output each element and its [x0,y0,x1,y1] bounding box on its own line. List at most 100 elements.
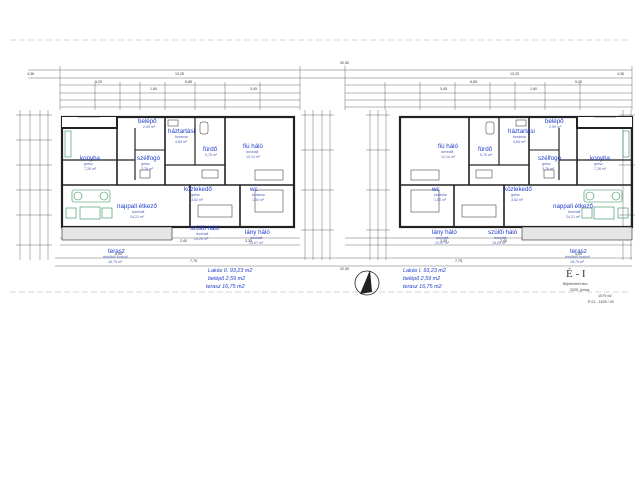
room-sub: grész [84,162,93,166]
room-name: fiú háló [243,143,263,150]
dim-bottom-right: 7,75 [455,259,462,263]
sheet-date: 2025. június [570,288,590,292]
dimension-ticks-side [16,114,635,246]
room-name: wc [250,186,258,193]
dimension-chains-top [28,69,632,108]
dim-side-left: 4,36 [27,72,34,76]
room-area: 1,50 m² [252,198,265,202]
room-sub: laminált [246,150,259,154]
room-sub: laminált [441,150,454,154]
room-name: nappali étkező [553,203,593,210]
room-area: 12,14 m² [246,155,261,159]
room-area: 16,75 m² [108,260,123,264]
room-name: háztartási [168,128,195,135]
room-name: fürdő [203,146,218,153]
summary-line: belépő 2,59 m2 [208,276,246,282]
room-sub: grész [141,162,150,166]
room-sub: kerámia [513,135,526,139]
room-area: 24,21 m² [566,215,581,219]
room-area: 5,75 m² [480,153,493,157]
room-area: 2,59 m² [549,125,562,129]
room-sub: grész [594,162,603,166]
room-area: 4,84 m² [513,140,526,144]
dim-mid-6: 5,20 [575,80,582,84]
sheet-area-note: 1079 m2 [598,294,612,298]
room-area: 13,07 m² [435,241,450,245]
room-name: háztartási [508,128,535,135]
dim-mid-5: 6,85 [470,80,477,84]
room-sub: kerámia [434,193,447,197]
room-sub: térkőből burkolt [103,255,128,259]
summary-line: terasz 16,75 m2 [403,284,442,290]
room-sub: laminált [436,236,449,240]
room-name: wc [432,186,440,193]
room-name: szülői háló [190,225,220,232]
room-area: 7,26 m² [84,167,97,171]
room-sub: kerámia [252,193,265,197]
room-sub: kerámia [175,135,188,139]
room-sub: laminált [132,210,145,214]
dimension-ticks-top [59,66,633,110]
room-sub: grész [542,162,551,166]
room-name: konyha [80,155,100,162]
sheet-code: É - I [566,268,586,280]
room-name: lány háló [245,229,270,236]
room-sub: laminált [196,232,209,236]
dim-bottom-small-right: 5,50 [575,252,582,256]
room-area: 5,75 m² [205,153,218,157]
dim-b-3: 3,35 [440,239,447,243]
dim-mid-1: 5,20 [95,80,102,84]
dim-b-2: 3,35 [245,239,252,243]
room-name: közlekedő [504,186,532,193]
unit-b-furniture [64,130,113,220]
room-name: konyha [590,155,610,162]
dim-b-4: 2,40 [500,239,507,243]
room-area: 13,07 m² [249,241,264,245]
unit-a-plan [398,115,634,241]
north-arrow-icon [354,270,380,296]
room-area: 15,20 m² [194,237,209,241]
room-name: fürdő [478,146,493,153]
room-name: terasz [108,248,125,255]
dim-b-1: 2,40 [180,239,187,243]
room-name: közlekedő [184,186,212,193]
dim-bottom-small-left: 5,50 [115,252,122,256]
room-area: 12,14 m² [441,155,456,159]
room-sub: laminált [494,236,507,240]
sheet-name: Bejelentési terv [563,282,588,286]
dim-mid-4: 3,45 [250,87,257,91]
dim-bottom-left: 7,75 [190,259,197,263]
dimension-chains-bottom [55,237,632,267]
unit-a-fixtures [410,119,555,218]
room-name: belépő [138,118,157,125]
room-sub: grész [511,193,520,197]
room-name: belépő [545,118,564,125]
dim-mid-7: 3,45 [440,87,447,91]
dim-mid-8: 1,60 [530,87,537,91]
summary-line: terasz 16,75 m2 [206,284,245,290]
room-sub: térkőből burkolt [565,255,590,259]
room-name: szülői háló [488,229,518,236]
room-name: szélfogó [137,155,161,162]
room-sub: laminált [250,236,263,240]
summary-line: Lakás I. 93,23 m2 [403,268,446,274]
room-sub: laminált [568,210,581,214]
summary-line: belépő 2,59 m2 [403,276,441,282]
room-sub: grész [191,193,200,197]
room-area: 3,76 m² [542,167,555,171]
dim-overall: 32,50 [340,61,349,65]
unit-b-plan [60,115,296,241]
summary-line: Lakás II. 93,23 m2 [208,268,253,274]
dim-top-right: 13,25 [510,72,519,76]
room-area: 2,59 m² [143,125,156,129]
room-name: lány háló [432,229,457,236]
room-area: 4,84 m² [175,140,188,144]
room-area: 7,26 m² [594,167,607,171]
room-area: 16,75 m² [570,260,585,264]
room-name: nappali étkező [117,203,157,210]
room-name: fiú háló [438,143,458,150]
room-area: 15,20 m² [492,241,507,245]
room-name: terasz [570,248,587,255]
